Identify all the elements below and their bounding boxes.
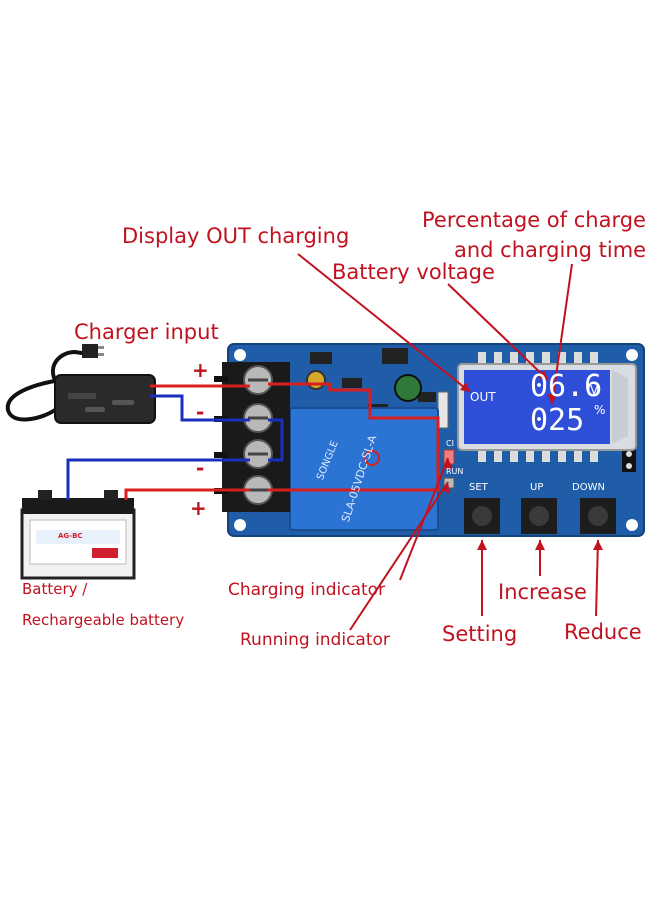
charger-adapter-icon <box>5 344 156 424</box>
lcd-voltage-value: 06.6 <box>530 369 603 404</box>
label-battery-line1: Battery / <box>22 580 88 598</box>
up-button-label: UP <box>530 482 544 493</box>
set-button-label: SET <box>469 482 488 493</box>
label-charging-indicator: Charging indicator <box>228 580 386 600</box>
minus-sign-upper: - <box>196 400 205 424</box>
lcd-voltage-unit: V <box>590 383 599 397</box>
wires <box>66 382 440 500</box>
label-battery-line2: Rechargeable battery <box>22 611 185 629</box>
relay-contact-mark <box>364 450 380 466</box>
label-setting: Setting <box>442 622 518 646</box>
label-running-indicator: Running indicator <box>240 630 390 650</box>
label-charger-input: Charger input <box>74 320 219 344</box>
lcd-out-text: OUT <box>470 390 496 404</box>
plus-sign-bottom: + <box>190 496 207 520</box>
battery-brand-text: AG-BC <box>58 532 83 540</box>
terminal-screws <box>243 365 273 505</box>
lcd-percent-value: 025 <box>530 403 585 438</box>
down-button-label: DOWN <box>572 482 605 493</box>
battery-icon <box>20 490 136 580</box>
label-percentage-line1: Percentage of charge <box>422 208 646 232</box>
label-reduce: Reduce <box>564 620 642 644</box>
push-buttons <box>464 498 616 534</box>
plus-sign-top: + <box>192 358 209 382</box>
lcd-percent-unit: % <box>594 403 606 417</box>
arrowheads <box>442 370 603 550</box>
label-increase: Increase <box>498 580 587 604</box>
minus-sign-lower: - <box>196 456 205 480</box>
label-display-out-charging: Display OUT charging <box>122 224 350 248</box>
ci-label: CI <box>446 439 454 448</box>
run-label: RUN <box>446 467 464 476</box>
annotation-arrows <box>297 253 599 631</box>
label-percentage-line2: and charging time <box>454 238 647 262</box>
lcd-display <box>457 363 637 451</box>
label-battery-voltage: Battery voltage <box>332 260 495 284</box>
